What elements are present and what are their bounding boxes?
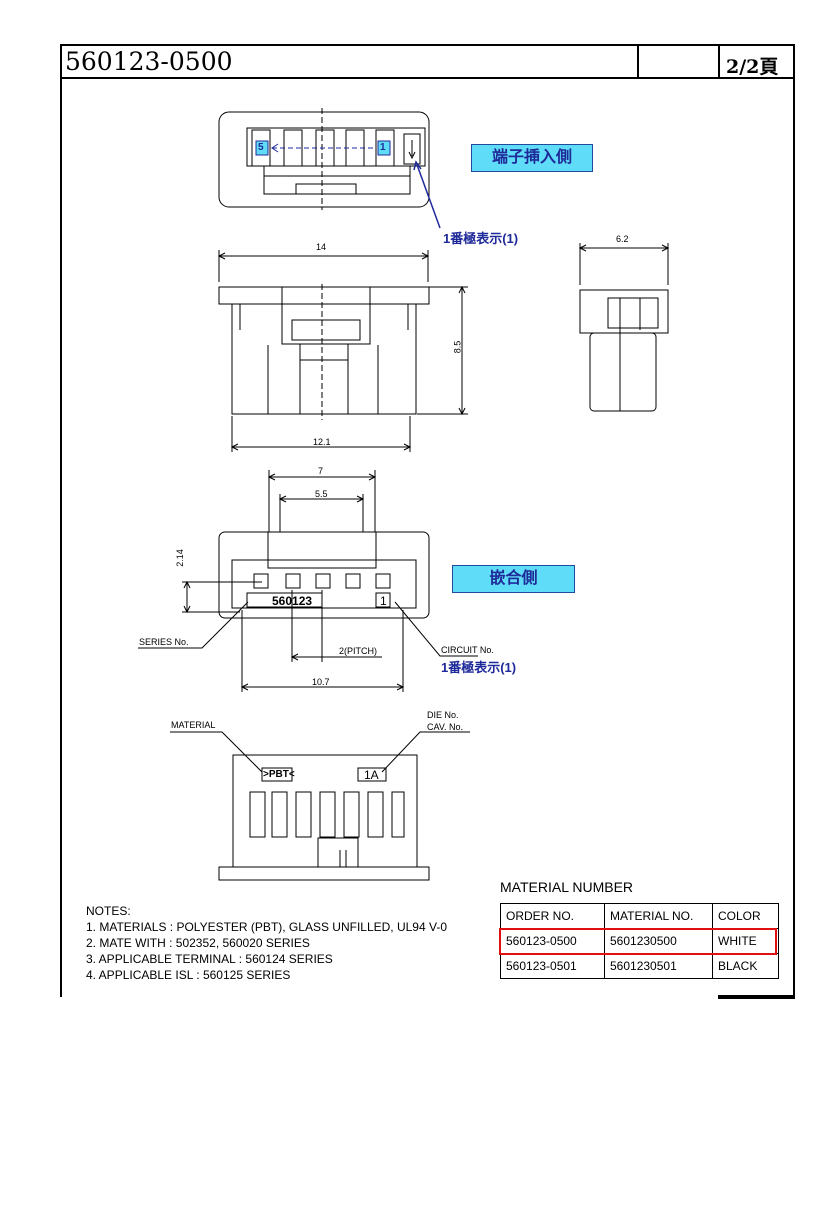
table-header-row: ORDER NO. MATERIAL NO. COLOR — [500, 903, 779, 929]
dim-14: 14 — [316, 242, 327, 252]
header-divider — [60, 77, 795, 79]
notes-block: NOTES: 1. MATERIALS : POLYESTER (PBT), G… — [86, 903, 447, 983]
dim-2-14: 2.14 — [174, 549, 185, 567]
cell-material-no: 5601230500 — [604, 928, 713, 954]
series-no-label: SERIES No. — [139, 637, 189, 647]
header-material-no: MATERIAL NO. — [604, 903, 713, 929]
table-row: 560123-0500 5601230500 WHITE — [500, 928, 779, 954]
cell-order-no: 560123-0501 — [500, 953, 605, 979]
dim-10-7: 10.7 — [312, 677, 330, 687]
dim-5-5: 5.5 — [315, 489, 328, 499]
note-item: 1. MATERIALS : POLYESTER (PBT), GLASS UN… — [86, 920, 448, 934]
dim-8-5: 8.5 — [452, 340, 463, 354]
document-number: 560123-0500 — [65, 47, 233, 76]
dim-12-1: 12.1 — [313, 437, 331, 447]
header-cell-divider — [637, 44, 639, 78]
cav-stamp: 1A — [364, 768, 379, 782]
series-stamp: 560123 — [272, 594, 313, 608]
side-view — [217, 250, 468, 452]
note-item: 2. MATE WITH : 502352, 560020 SERIES — [86, 936, 310, 950]
insertion-side-callout: 端子挿入側 — [471, 144, 593, 172]
mating-side-callout: 嵌合側 — [452, 565, 575, 593]
bottom-view — [170, 731, 470, 881]
header-cell-divider — [718, 44, 720, 78]
material-number-title: MATERIAL NUMBER — [500, 879, 634, 895]
dim-7: 7 — [318, 466, 324, 476]
header-color: COLOR — [712, 903, 779, 929]
cell-color: WHITE — [712, 928, 779, 954]
frame-bottom-bar — [718, 995, 795, 999]
notes-heading: NOTES: — [86, 904, 131, 918]
circuit-no-label: CIRCUIT No. — [441, 645, 494, 655]
drawing-frame — [60, 44, 795, 997]
header-order-no: ORDER NO. — [500, 903, 605, 929]
selected-row-highlight — [499, 928, 777, 955]
pin-5-marker: 5 — [258, 142, 264, 153]
pin-1-marker: 1 — [380, 142, 386, 153]
dim-pitch: 2(PITCH) — [339, 646, 377, 656]
mating-view — [138, 470, 478, 692]
cav-no-label: CAV. No. — [427, 722, 464, 732]
material-label: MATERIAL — [171, 720, 216, 730]
die-no-label: DIE No. — [427, 710, 459, 720]
table-row: 560123-0501 5601230501 BLACK — [500, 953, 779, 979]
cell-material-no: 5601230501 — [604, 953, 713, 979]
circuit-stamp: 1 — [380, 594, 387, 608]
note-item: 3. APPLICABLE TERMINAL : 560124 SERIES — [86, 952, 333, 966]
pbt-stamp: >PBT< — [263, 769, 295, 780]
end-view — [578, 243, 670, 412]
cell-color: BLACK — [712, 953, 779, 979]
pin1-indicator-top: 1番極表示(1) — [443, 231, 519, 246]
top-view — [218, 108, 441, 229]
pin1-indicator-front: 1番極表示(1) — [441, 660, 517, 675]
note-item: 4. APPLICABLE ISL : 560125 SERIES — [86, 968, 291, 982]
page-number: 2/2頁 — [726, 56, 779, 78]
dim-6-2: 6.2 — [616, 234, 629, 244]
